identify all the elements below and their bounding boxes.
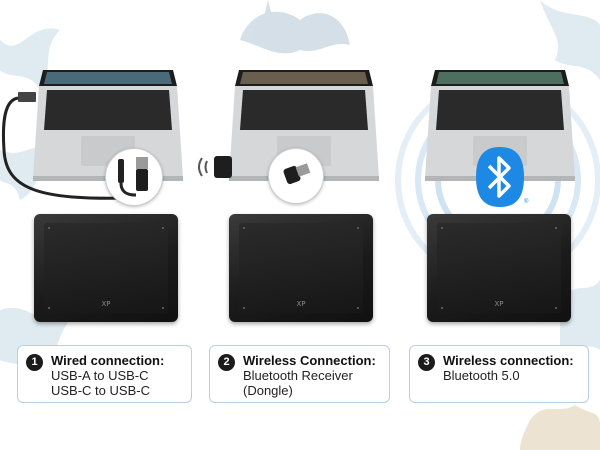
laptop-illustration xyxy=(229,70,379,181)
connection-caption-wired: 1 Wired connection: USB-A to USB-C USB-C… xyxy=(17,345,192,403)
usb-connector-closeup xyxy=(105,148,163,206)
bluetooth-registered-mark: ® xyxy=(524,199,529,205)
tablet-active-area xyxy=(239,223,363,313)
caption-line: USB-A to USB-C xyxy=(51,368,149,383)
tablet-logo: XP xyxy=(494,300,504,308)
usb-cable xyxy=(1,92,131,200)
tablet-active-area xyxy=(44,223,168,313)
drawing-tablet-3: XP xyxy=(427,214,571,322)
step-number-badge: 3 xyxy=(418,354,435,371)
tablet-active-area xyxy=(437,223,561,313)
caption-line: (Dongle) xyxy=(243,383,293,398)
drawing-tablet-2: XP xyxy=(229,214,373,322)
connection-caption-dongle: 2 Wireless Connection: Bluetooth Receive… xyxy=(209,345,390,403)
dongle-closeup xyxy=(268,148,324,204)
caption-title: Wireless Connection: xyxy=(243,353,376,368)
caption-line: Bluetooth 5.0 xyxy=(443,368,520,383)
laptop-dongle xyxy=(229,68,379,188)
step-number-badge: 1 xyxy=(26,354,43,371)
caption-title: Wireless connection: xyxy=(443,353,574,368)
dongle-icon xyxy=(196,148,236,184)
tablet-logo: XP xyxy=(101,300,111,308)
drawing-tablet-1: XP xyxy=(34,214,178,322)
step-number-badge: 2 xyxy=(218,354,235,371)
connection-caption-bluetooth: 3 Wireless connection: Bluetooth 5.0 xyxy=(409,345,589,403)
tablet-logo: XP xyxy=(296,300,306,308)
caption-line: Bluetooth Receiver xyxy=(243,368,353,383)
caption-line: USB-C to USB-C xyxy=(51,383,150,398)
caption-title: Wired connection: xyxy=(51,353,165,368)
bluetooth-icon: ® xyxy=(474,145,529,209)
